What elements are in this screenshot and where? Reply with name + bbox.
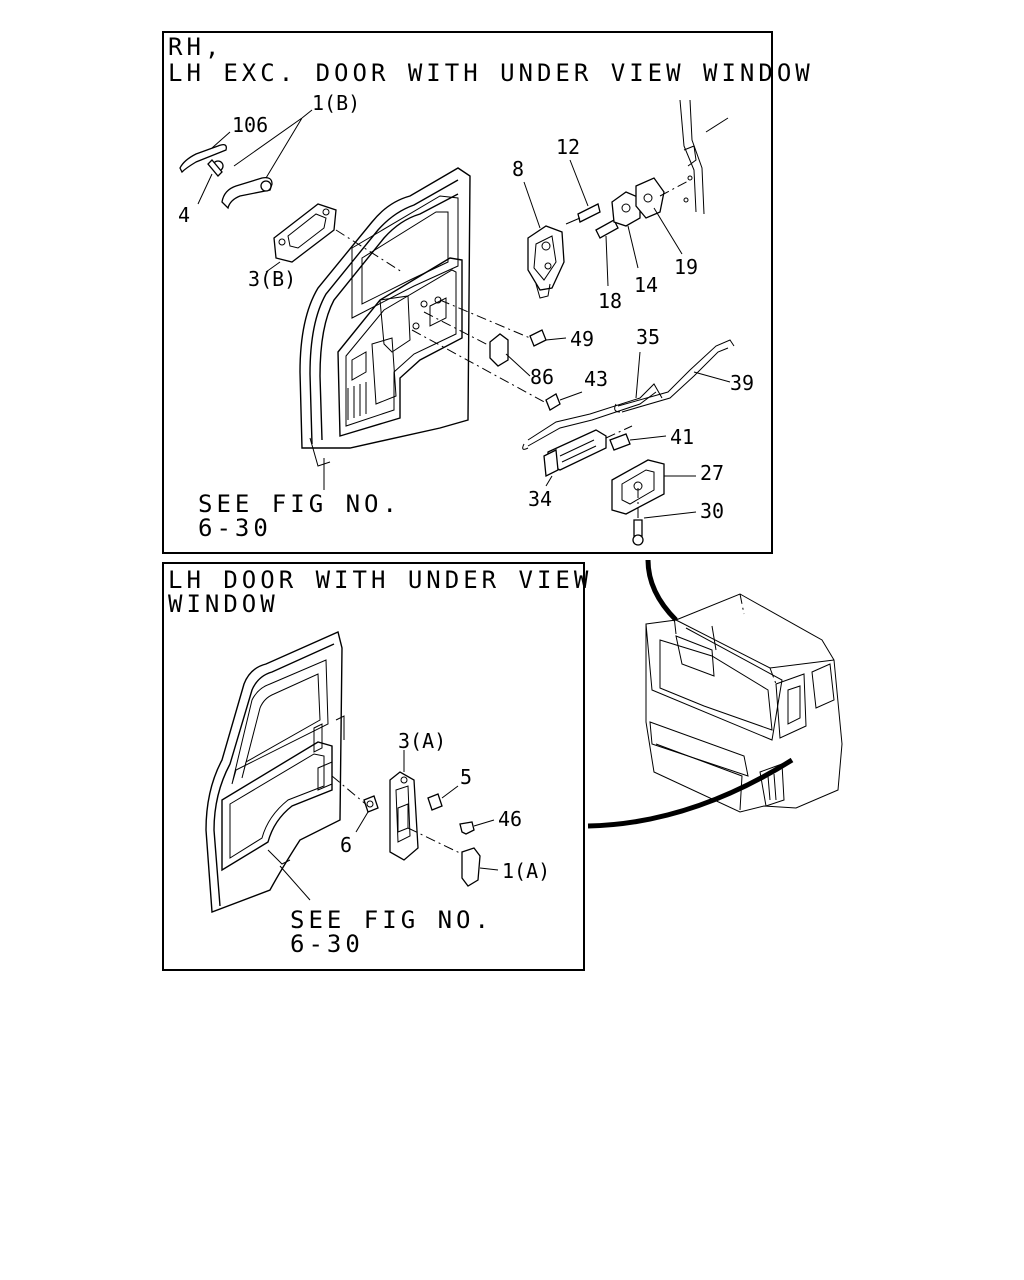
- callout-6: 6: [340, 833, 352, 857]
- screw-12: [565, 159, 601, 225]
- callout-5: 5: [460, 765, 472, 789]
- clip-49: [439, 299, 567, 347]
- clip-43: [411, 329, 583, 411]
- callout-34: 34: [528, 487, 552, 511]
- callout-4: 4: [178, 203, 190, 227]
- callout-19: 19: [674, 255, 698, 279]
- bottom-panel-frame: [162, 562, 585, 971]
- bushing-86: [423, 311, 531, 377]
- screw-18: [595, 219, 619, 287]
- callout-106: 106: [232, 113, 268, 137]
- callout-49: 49: [570, 327, 594, 351]
- callout-46: 46: [498, 807, 522, 831]
- callout-1a: 1(A): [502, 859, 550, 883]
- callout-1b: 1(B): [312, 91, 360, 115]
- nut-6: [355, 795, 379, 833]
- screw-5: [427, 785, 459, 811]
- top-panel: RH, LH EXC. DOOR WITH UNDER VIEW WINDOW: [162, 31, 814, 554]
- bottom-panel: LH DOOR WITH UNDER VIEW WINDOW: [162, 562, 592, 971]
- top-panel-frame: [162, 31, 773, 554]
- callout-39: 39: [730, 371, 754, 395]
- callout-18: 18: [598, 289, 622, 313]
- top-panel-title-line2: LH EXC. DOOR WITH UNDER VIEW WINDOW: [168, 59, 814, 87]
- inner-mechanism-34: [543, 425, 633, 487]
- callout-43: 43: [584, 367, 608, 391]
- striker-14: [611, 191, 641, 269]
- callout-35: 35: [636, 325, 660, 349]
- callout-27: 27: [700, 461, 724, 485]
- top-panel-see-fig-line1: SEE FIG NO.: [198, 490, 401, 518]
- callout-8: 8: [512, 157, 524, 181]
- escutcheon-3b: [265, 203, 403, 273]
- callout-86: 86: [530, 365, 554, 389]
- callout-30: 30: [700, 499, 724, 523]
- clip-46: [459, 819, 495, 835]
- top-panel-title-line1: RH,: [168, 33, 223, 61]
- handle-1a: [461, 847, 499, 887]
- callout-41: 41: [670, 425, 694, 449]
- truck-cab-drawing: [645, 593, 843, 813]
- body-pillar: [659, 99, 729, 215]
- screw-41: [609, 433, 667, 451]
- bottom-panel-see-fig-line1: SEE FIG NO.: [290, 906, 493, 934]
- outside-handle-1b: [179, 144, 273, 210]
- callout-12: 12: [556, 135, 580, 159]
- top-panel-see-fig-line2: 6-30: [198, 514, 272, 542]
- rod-39: [614, 339, 735, 413]
- bezel-27: [611, 459, 696, 515]
- bottom-panel-title-line2: WINDOW: [168, 590, 279, 618]
- callout-14: 14: [634, 273, 658, 297]
- door-lock-8: [523, 181, 565, 299]
- screw-30: [632, 488, 697, 546]
- callout-3b: 3(B): [248, 267, 296, 291]
- pointer-bottom-to-cab: [587, 757, 794, 829]
- lh-door-drawing: [205, 631, 369, 913]
- plate-19: [635, 177, 683, 255]
- door-assembly-drawing: [299, 167, 471, 467]
- pointer-top-to-cab: [645, 559, 678, 622]
- bottom-panel-title-line1: LH DOOR WITH UNDER VIEW: [168, 566, 592, 594]
- bottom-panel-see-fig-line2: 6-30: [290, 930, 364, 958]
- escutcheon-3a: [389, 750, 467, 861]
- callout-3a: 3(A): [398, 729, 446, 753]
